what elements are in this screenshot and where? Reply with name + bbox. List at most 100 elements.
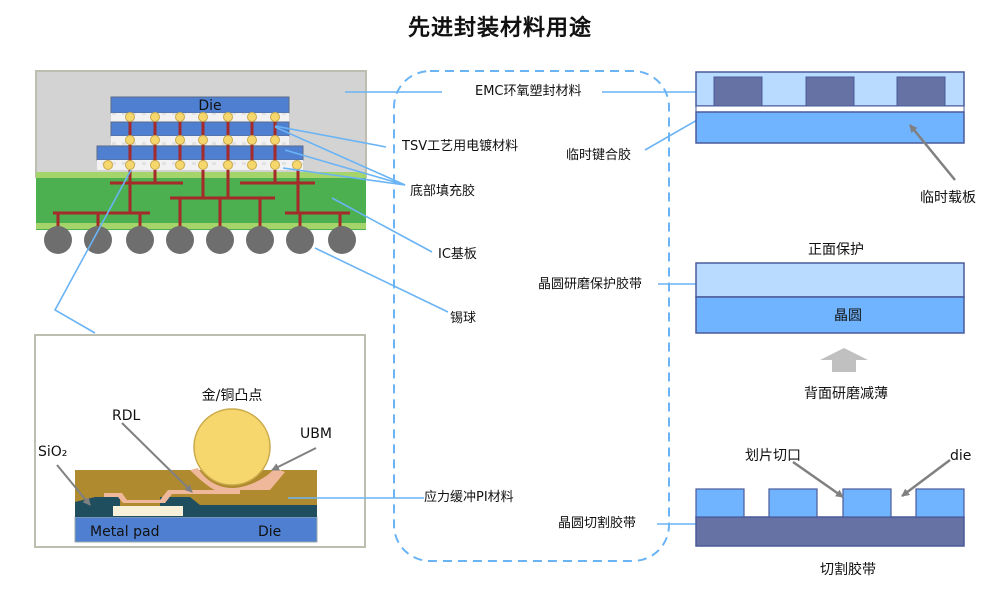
leader-bump-detail — [53, 169, 132, 334]
micro-bump — [103, 160, 113, 170]
solder-bump — [193, 408, 271, 486]
leader-lines — [53, 91, 719, 525]
front-protect-label: 正面保护 — [808, 242, 864, 258]
grinding-tape-layer — [695, 262, 965, 298]
temp-bond-adhesive — [695, 105, 965, 113]
bump-detail-diagram: 金/铜凸点 RDL UBM SiO₂ Metal pad Die — [34, 334, 366, 548]
die-bottom — [96, 145, 304, 161]
rdl-label: RDL — [112, 408, 141, 424]
wafer-layer — [695, 296, 965, 334]
material-dashed-box — [393, 70, 670, 562]
micro-bump — [175, 112, 185, 122]
micro-bump — [175, 160, 185, 170]
metal-pad — [113, 506, 183, 516]
dicing-diagram: 划片切口 die 切割胶带 — [695, 448, 971, 578]
micro-bump — [198, 160, 208, 170]
solder-ball — [44, 226, 72, 254]
dicing-tape-label: 切割胶带 — [820, 561, 876, 578]
micro-bump — [150, 160, 160, 170]
bump-label: 金/铜凸点 — [202, 388, 263, 404]
micro-bump — [223, 112, 233, 122]
label-ic-substrate: IC基板 — [438, 247, 477, 262]
label-solder-ball: 锡球 — [450, 311, 477, 326]
diced-die-4 — [915, 488, 965, 518]
solder-ball — [126, 226, 154, 254]
diced-die-1 — [695, 488, 745, 518]
ubm-arrow — [271, 447, 317, 471]
micro-bump — [198, 112, 208, 122]
micro-bump — [270, 160, 280, 170]
die-base — [74, 516, 318, 543]
micro-bump — [247, 112, 257, 122]
solder-ball — [286, 226, 314, 254]
rdl-trace — [104, 490, 240, 503]
solder-ball — [84, 226, 112, 254]
substrate-bottom-edge — [36, 223, 366, 229]
page-title: 先进封装材料用途 — [407, 16, 592, 41]
diced-die-2 — [768, 488, 818, 518]
metal-pad-label: Metal pad — [90, 524, 159, 540]
wafer-grinding-diagram: 正面保护 晶圆 背面研磨减薄 — [695, 242, 965, 402]
diced-die-3 — [842, 488, 892, 518]
micro-bump — [150, 112, 160, 122]
solder-ball — [166, 226, 194, 254]
micro-bump — [247, 135, 257, 145]
micro-bump — [198, 135, 208, 145]
label-dicing-tape: 晶圆切割胶带 — [558, 516, 637, 531]
chip-2 — [805, 76, 855, 107]
die-label-detail: Die — [258, 524, 281, 540]
temp-carrier — [695, 111, 965, 144]
leader-solder-ball — [314, 247, 449, 313]
micro-bump — [270, 112, 280, 122]
ubm-label: UBM — [300, 426, 332, 442]
solder-ball — [328, 226, 356, 254]
carrier-arrow — [909, 124, 956, 181]
micro-bump — [223, 135, 233, 145]
leader-underfill-1 — [274, 126, 406, 186]
die-label-dicing: die — [950, 448, 971, 464]
ubm-layer — [190, 468, 285, 490]
label-temp-bond: 临时键合胶 — [566, 148, 632, 163]
micro-bump — [292, 160, 302, 170]
label-pi: 应力缓冲PI材料 — [424, 490, 514, 505]
sio2-label: SiO₂ — [38, 444, 67, 460]
die-middle — [110, 121, 290, 137]
micro-bump — [150, 135, 160, 145]
leader-tsv — [274, 125, 387, 148]
dicing-tape — [695, 516, 965, 547]
die-label-stack: Die — [198, 98, 221, 114]
solder-ball — [206, 226, 234, 254]
micro-bump — [223, 160, 233, 170]
leader-ic-substrate — [331, 197, 433, 253]
back-grind-arrow — [820, 348, 868, 372]
kerf-label: 划片切口 — [745, 448, 801, 464]
micro-bump — [125, 160, 135, 170]
chip-3 — [896, 76, 946, 107]
ic-substrate — [36, 172, 366, 230]
micro-bump — [125, 135, 135, 145]
micro-bump — [125, 112, 135, 122]
label-grinding-tape: 晶圆研磨保护胶带 — [538, 277, 643, 292]
wafer-label: 晶圆 — [834, 308, 862, 324]
chip-1 — [713, 76, 763, 107]
substrate-top-edge — [36, 172, 366, 178]
rdl-arrow — [121, 422, 193, 493]
temp-bonding-diagram: 临时载板 — [695, 71, 976, 206]
stacked-package-diagram: Die — [35, 70, 367, 254]
die-arrow — [901, 459, 951, 497]
solder-ball — [246, 226, 274, 254]
leader-underfill-2 — [284, 149, 406, 186]
label-tsv: TSV工艺用电镀材料 — [402, 139, 519, 154]
micro-bump — [270, 135, 280, 145]
micro-bump — [247, 160, 257, 170]
leader-underfill-3 — [282, 167, 406, 186]
kerf-arrow — [792, 460, 844, 499]
back-grind-label: 背面研磨减薄 — [804, 386, 888, 402]
carrier-label: 临时载板 — [920, 190, 976, 206]
label-underfill: 底部填充胶 — [410, 184, 476, 199]
micro-bump — [175, 135, 185, 145]
sio2-arrow — [56, 464, 91, 506]
label-emc: EMC环氧塑封材料 — [475, 84, 582, 99]
